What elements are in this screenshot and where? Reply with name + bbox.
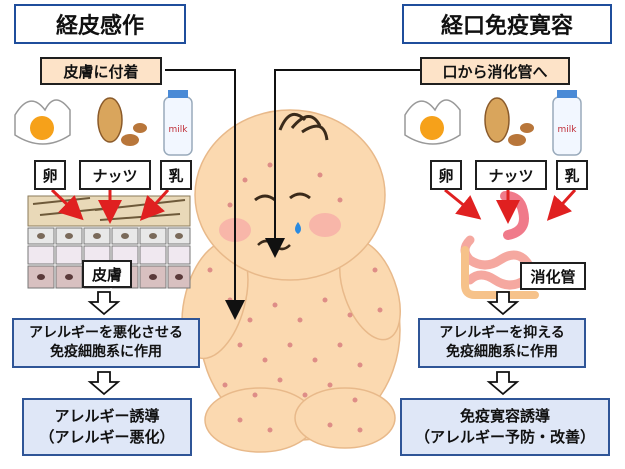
right-mechanism-box: アレルギーを抑える 免疫細胞系に作用 bbox=[418, 318, 586, 368]
left-organ-label-skin: 皮膚 bbox=[82, 260, 132, 288]
milk-icon-left: milk bbox=[163, 90, 193, 156]
right-title: 経口免疫寛容 bbox=[402, 4, 612, 44]
red-arrows-left bbox=[50, 188, 170, 224]
right-food-label-egg: 卵 bbox=[430, 160, 462, 190]
right-mechanism-line1: アレルギーを抑える bbox=[439, 325, 565, 342]
right-mechanism-line2: 免疫細胞系に作用 bbox=[446, 344, 558, 360]
egg-icon-left bbox=[14, 99, 71, 145]
right-organ-label-digestive: 消化管 bbox=[520, 262, 586, 290]
left-result-box: アレルギー誘導 （アレルギー悪化） bbox=[22, 398, 192, 456]
red-arrows-right bbox=[444, 188, 577, 224]
milk-icon-right: milk bbox=[552, 90, 582, 156]
nuts-icon-right bbox=[484, 97, 534, 146]
connector-arrow-left bbox=[165, 69, 245, 320]
nuts-icon-left bbox=[97, 97, 147, 146]
left-food-label-milk: 乳 bbox=[160, 160, 192, 190]
right-food-label-milk: 乳 bbox=[556, 160, 588, 190]
left-title: 経皮感作 bbox=[14, 4, 186, 44]
flow-arrows bbox=[87, 291, 520, 396]
left-mechanism-line1: アレルギーを悪化させる bbox=[29, 325, 183, 342]
svg-text:milk: milk bbox=[169, 125, 189, 135]
right-result-box: 免疫寛容誘導 （アレルギー予防・改善） bbox=[400, 398, 610, 456]
right-food-label-nuts: ナッツ bbox=[475, 160, 547, 190]
left-mechanism-line2: 免疫細胞系に作用 bbox=[50, 344, 162, 360]
right-result-line2: （アレルギー予防・改善） bbox=[414, 428, 595, 446]
left-caption: 皮膚に付着 bbox=[40, 57, 162, 85]
svg-text:milk: milk bbox=[558, 125, 578, 135]
left-result-line1: アレルギー誘導 bbox=[54, 407, 160, 425]
left-food-label-egg: 卵 bbox=[34, 160, 66, 190]
connector-arrow-right bbox=[265, 69, 420, 258]
right-result-line1: 免疫寛容誘導 bbox=[459, 407, 550, 425]
baby-illustration bbox=[181, 109, 401, 453]
digestive-tract-illustration bbox=[460, 191, 539, 299]
left-food-label-nuts: ナッツ bbox=[79, 160, 151, 190]
left-result-line2: （アレルギー悪化） bbox=[39, 428, 175, 446]
left-mechanism-box: アレルギーを悪化させる 免疫細胞系に作用 bbox=[12, 318, 200, 368]
right-caption: 口から消化管へ bbox=[420, 57, 570, 85]
egg-icon-right bbox=[404, 99, 461, 145]
